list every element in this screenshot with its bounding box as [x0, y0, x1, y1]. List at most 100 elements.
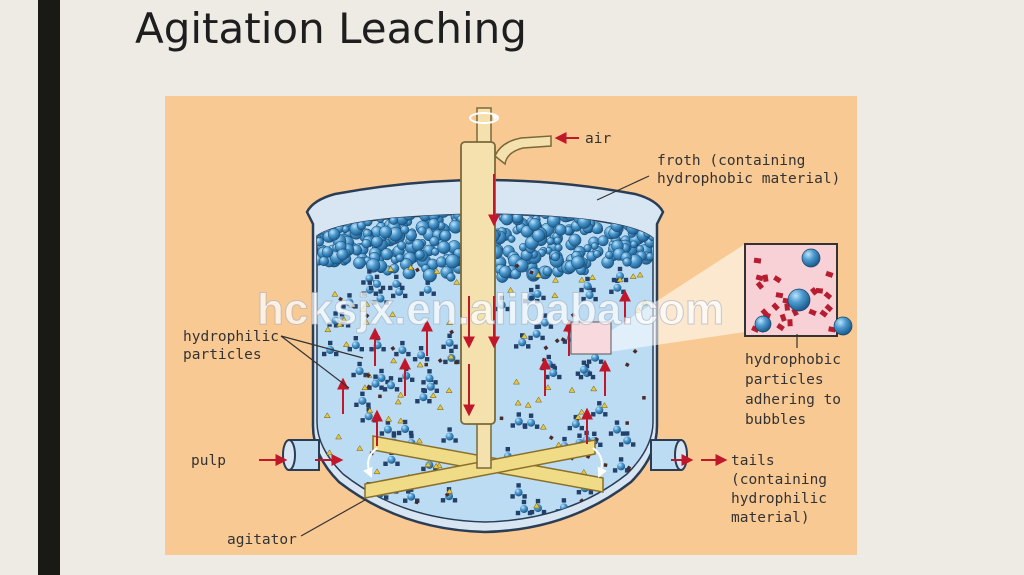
air-tube [460, 141, 496, 425]
hydrophilic-particle [419, 280, 436, 296]
flotation-cell-diagram: air froth (containing hydrophobic materi… [165, 96, 857, 555]
hydrophilic-particle [412, 346, 430, 362]
mineral-grain [514, 263, 520, 269]
magnified-sample-area [570, 321, 612, 355]
froth-bubble [321, 246, 334, 258]
froth-bubble [380, 248, 393, 261]
froth-bubble [319, 256, 329, 267]
hydrophilic-grain [574, 413, 582, 420]
froth-bubble [528, 217, 542, 231]
froth-bubble [341, 225, 350, 233]
hydrophilic-grain [514, 399, 522, 406]
froth-bubble [361, 238, 372, 249]
hydrophilic-grain [568, 386, 576, 393]
hydrophobic-particle [762, 274, 769, 283]
mineral-grain [390, 345, 396, 351]
froth-bubble [411, 238, 425, 252]
label-hydrophobic-line2: particles [745, 372, 824, 388]
hydrophilic-grain [415, 437, 423, 444]
hydrophilic-particle [394, 340, 411, 357]
froth-bubble [428, 218, 440, 230]
mineral-grain [364, 313, 370, 319]
hydrophilic-grain [362, 318, 370, 325]
label-hydrophilic-line1: hydrophilic [183, 329, 279, 345]
froth-bubble [370, 235, 383, 248]
mineral-grain [529, 270, 534, 275]
mineral-grain [365, 373, 371, 378]
hydrophilic-grain [512, 378, 520, 385]
froth-bubble [590, 242, 599, 250]
hydrophilic-grain [390, 357, 398, 364]
froth-bubble [546, 237, 555, 246]
hydrophilic-grain [507, 286, 515, 293]
froth-bubble [429, 236, 440, 247]
hydrophobic-particle [825, 270, 834, 278]
froth-bubble [507, 235, 516, 243]
hydrophilic-grain [436, 404, 444, 410]
label-tails-line4: material) [731, 510, 810, 526]
froth-bubble [437, 240, 451, 254]
label-tails-line2: (containing [731, 472, 827, 488]
froth-bubble [553, 236, 562, 245]
hydrophilic-particle [368, 274, 386, 291]
hydrophilic-particle [322, 340, 339, 357]
hydrophobic-particle [779, 313, 787, 322]
label-hydrophobic-line3: adhering to [745, 392, 841, 408]
label-froth-line2: hydrophobic material) [657, 171, 840, 187]
hydrophilic-grain [359, 305, 367, 312]
hydrophilic-particle [528, 324, 545, 341]
hydrophilic-grain [429, 392, 437, 398]
label-hydrophobic-line4: bubbles [745, 412, 806, 428]
froth-bubble [397, 240, 407, 251]
hydrophilic-grain [323, 412, 331, 419]
hydrophilic-particle [441, 333, 458, 349]
hydrophilic-grain [636, 271, 644, 278]
hydrophilic-grain [520, 332, 528, 339]
hydrophilic-particle [608, 420, 626, 436]
mineral-grain [437, 358, 443, 364]
mineral-grain [560, 337, 566, 342]
label-pulp: pulp [191, 453, 226, 469]
hydrophilic-grain [424, 461, 432, 468]
pulp-inlet-pipe-end [282, 439, 296, 471]
hydrophobic-particle [753, 257, 762, 264]
froth-bubble [532, 229, 546, 242]
mineral-grain [642, 396, 646, 400]
air-bubble [833, 316, 853, 336]
hydrophobic-particle [776, 323, 785, 332]
hydrophilic-particle [575, 360, 593, 376]
hydrophilic-particle [612, 457, 630, 473]
froth-bubble [645, 252, 653, 261]
froth-bubble [422, 268, 437, 283]
hydrophilic-grain [601, 402, 608, 408]
hydrophobic-particle [784, 303, 790, 311]
mineral-grain [351, 304, 356, 309]
air-bubble [754, 315, 772, 333]
hydrophilic-grain [534, 271, 542, 278]
hydrophilic-particle [421, 369, 438, 385]
magnification-beam [609, 244, 745, 352]
froth-bubble [317, 237, 325, 247]
hydrophilic-grain [453, 278, 461, 285]
agitator-blade [364, 439, 596, 499]
hydrophilic-grain [433, 268, 441, 274]
label-air: air [585, 131, 611, 147]
hydrophilic-particle [327, 311, 344, 327]
hydrophilic-grain [394, 398, 402, 405]
hydrophilic-particle [510, 412, 527, 428]
hydrophilic-particle [347, 336, 364, 352]
hydrophilic-particle [396, 419, 414, 436]
mineral-grain [338, 296, 343, 302]
froth-bubble [402, 267, 415, 280]
froth-bubble [400, 225, 410, 235]
hydrophobic-particle [824, 303, 834, 313]
hydrophilic-grain [335, 433, 343, 440]
froth-bubble [379, 225, 393, 239]
hydrophilic-particle [536, 313, 554, 329]
hydrophilic-grain [446, 487, 453, 494]
mineral-grain [366, 384, 372, 390]
hydrophobic-particle [823, 291, 833, 300]
rotation-indicator-arrow [492, 114, 499, 121]
hydrophilic-grain [616, 276, 624, 283]
rotation-indicator [469, 112, 499, 124]
